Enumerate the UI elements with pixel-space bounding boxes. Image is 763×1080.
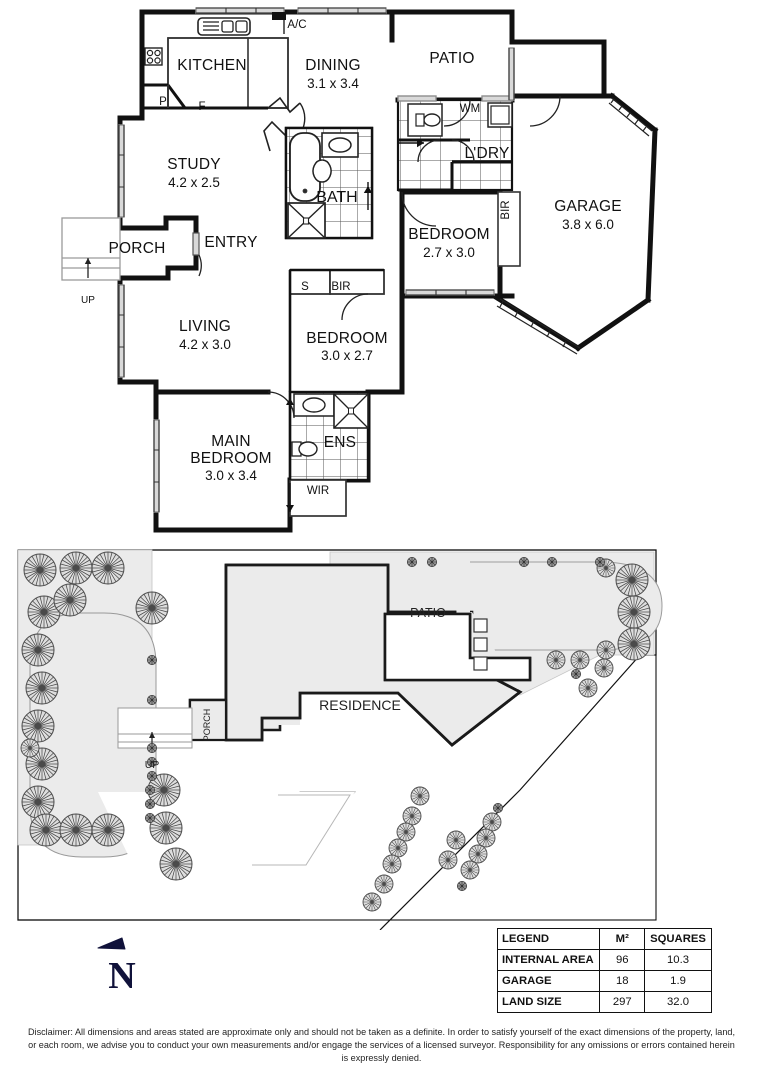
- shrub-group-diagonal: [438, 803, 504, 891]
- shrub-group-inner: [362, 786, 430, 912]
- annotation-wir: WIR: [307, 485, 329, 497]
- annotation-up-floorplan: UP: [81, 295, 95, 306]
- room-dim-dining: 3.1 x 3.4: [307, 76, 359, 91]
- disclaimer-text: Disclaimer: All dimensions and areas sta…: [27, 1027, 735, 1063]
- legend-squares-internal-area: 10.3: [644, 949, 712, 971]
- room-label-entry: ENTRY: [204, 234, 257, 251]
- site-label-patio: PATIO: [410, 606, 446, 620]
- legend-m2-garage: 18: [599, 970, 646, 992]
- legend-label-internal-area: INTERNAL AREA: [496, 949, 601, 971]
- annotation-linen-s: S: [301, 281, 309, 293]
- site-label-residence: RESIDENCE: [319, 697, 401, 713]
- annotation-bir-bed3: BIR: [331, 281, 350, 293]
- room-label-living: LIVING: [179, 318, 231, 335]
- legend-row-garage: GARAGE 18 1.9: [496, 970, 712, 992]
- room-dim-living: 4.2 x 3.0: [179, 337, 231, 352]
- compass-north-label: N: [108, 955, 135, 994]
- room-label-bath: BATH: [316, 189, 357, 206]
- legend-m2-land-size: 297: [599, 991, 646, 1013]
- north-arrow-icon: [97, 937, 126, 950]
- room-label-patio: PATIO: [429, 50, 474, 67]
- legend-squares-land-size: 32.0: [644, 991, 712, 1013]
- air-conditioner-marker: [272, 12, 286, 34]
- room-dim-bedroom3: 3.0 x 2.7: [321, 348, 373, 363]
- room-dim-main-bedroom: 3.0 x 3.4: [205, 468, 257, 483]
- room-label-bedroom3: BEDROOM: [306, 330, 388, 347]
- room-label-main-bedroom-line1: MAIN: [211, 433, 251, 450]
- room-label-porch: PORCH: [109, 240, 166, 257]
- porch-steps: [61, 217, 121, 281]
- room-label-dining: DINING: [305, 57, 360, 74]
- legend-label-land-size: LAND SIZE: [496, 991, 601, 1013]
- ens-arrows: [286, 398, 294, 512]
- room-label-garage: GARAGE: [554, 198, 622, 215]
- legend-header-row: LEGEND M² SQUARES: [496, 928, 712, 950]
- legend-row-land-size: LAND SIZE 297 32.0: [496, 991, 712, 1013]
- legend-header-squares: SQUARES: [644, 928, 712, 950]
- windows: [118, 7, 653, 513]
- room-label-main-bedroom-line2: BEDROOM: [190, 450, 272, 467]
- room-label-bedroom2: BEDROOM: [408, 226, 490, 243]
- legend-label-garage: GARAGE: [496, 970, 601, 992]
- annotation-fridge: F: [198, 101, 205, 113]
- laundry-arrow: [398, 138, 424, 148]
- annotation-pantry: P: [159, 96, 167, 108]
- legend-header-legend: LEGEND: [496, 928, 601, 950]
- room-label-study: STUDY: [167, 156, 221, 173]
- site-label-up: UP: [145, 759, 160, 771]
- bath-arrow: [363, 182, 373, 210]
- room-dim-study: 4.2 x 2.5: [168, 175, 220, 190]
- legend-squares-garage: 1.9: [644, 970, 712, 992]
- floor-plan-drawing: KITCHEN DINING 3.1 x 3.4 PATIO STUDY 4.2…: [61, 7, 659, 533]
- annotation-ac: A/C: [287, 19, 306, 31]
- room-label-kitchen: KITCHEN: [177, 57, 246, 74]
- room-dim-bedroom2: 2.7 x 3.0: [423, 245, 475, 260]
- room-label-ens: ENS: [324, 434, 356, 451]
- room-label-laundry: L'DRY: [464, 145, 509, 162]
- site-label-porch: PORCH: [202, 709, 212, 742]
- legend-header-m2: M²: [599, 928, 646, 950]
- north-compass: N: [97, 937, 136, 994]
- legend-table: LEGEND M² SQUARES INTERNAL AREA 96 10.3 …: [496, 928, 712, 1013]
- legend-row-internal-area: INTERNAL AREA 96 10.3: [496, 949, 712, 971]
- site-plan-drawing: RESIDENCE PATIO PORCH UP: [17, 549, 663, 930]
- legend-m2-internal-area: 96: [599, 949, 646, 971]
- annotation-wm: WM: [460, 103, 480, 115]
- room-dim-garage: 3.8 x 6.0: [562, 217, 614, 232]
- annotation-bir-garage: BIR: [500, 200, 512, 219]
